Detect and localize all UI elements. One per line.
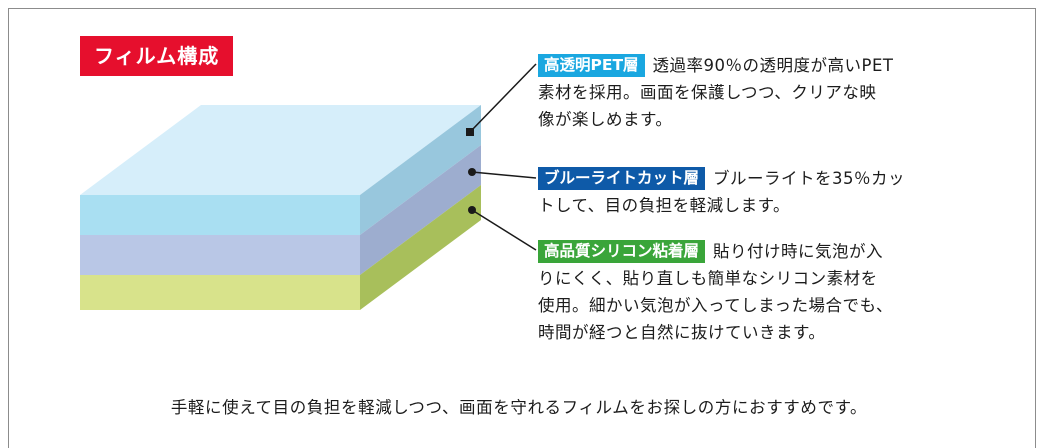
silicon-layer-front (80, 275, 360, 310)
film-layer-diagram (80, 63, 537, 310)
pet-layer-line-1: 高透明PET層透過率90％の透明度が高いPET (538, 52, 1008, 79)
silicon-layer-text-4: 時間が経つと自然に抜けていきます。 (538, 323, 826, 342)
pet-layer-description: 高透明PET層透過率90％の透明度が高いPET 素材を採用。画面を保護しつつ、ク… (538, 52, 1008, 133)
silicon-leader-dot (468, 206, 476, 214)
bluelight-layer-side (360, 145, 481, 275)
bluelight-layer-line-1: ブルーライトカット層ブルーライトを35％カッ (538, 165, 1008, 192)
silicon-layer-side (360, 185, 481, 310)
section-title-badge: フィルム構成 (80, 36, 234, 76)
pet-layer-text-3: 像が楽しめます。 (538, 110, 673, 129)
bluelight-layer-description: ブルーライトカット層ブルーライトを35％カッ トして、目の負担を軽減します。 (538, 165, 1008, 219)
pet-layer-text-2: 素材を採用。画面を保護しつつ、クリアな映 (538, 83, 877, 102)
silicon-layer-text-3: 使用。細かい気泡が入ってしまった場合でも、 (538, 296, 894, 315)
bluelight-layer-badge: ブルーライトカット層 (538, 167, 706, 190)
pet-layer-front (80, 195, 360, 235)
pet-layer-badge: 高透明PET層 (538, 54, 645, 77)
footer-recommendation: 手軽に使えて目の負担を軽減しつつ、画面を守れるフィルムをお探しの方におすすめです… (170, 398, 868, 417)
bluelight-layer-text-2: トして、目の負担を軽減します。 (538, 196, 791, 215)
pet-layer-text-1: 透過率90％の透明度が高いPET (652, 56, 894, 75)
content-frame (8, 8, 1036, 448)
silicon-leader-line (471, 209, 537, 251)
silicon-layer-text-2: りにくく、貼り直しも簡単なシリコン素材を (538, 269, 878, 288)
pet-leader-line (469, 63, 537, 133)
bluelight-leader-dot (468, 168, 476, 176)
layer-top-face (80, 105, 481, 195)
bluelight-layer-text-1: ブルーライトを35％カッ (713, 169, 906, 188)
silicon-layer-line-1: 高品質シリコン粘着層貼り付け時に気泡が入 (538, 238, 1008, 265)
silicon-layer-badge: 高品質シリコン粘着層 (538, 240, 706, 263)
pet-layer-side (360, 105, 481, 235)
silicon-layer-description: 高品質シリコン粘着層貼り付け時に気泡が入 りにくく、貼り直しも簡単なシリコン素材… (538, 238, 1008, 346)
pet-leader-dot (466, 128, 474, 136)
bluelight-layer-front (80, 235, 360, 275)
silicon-layer-text-1: 貼り付け時に気泡が入 (713, 242, 884, 261)
bluelight-leader-line (471, 171, 537, 179)
